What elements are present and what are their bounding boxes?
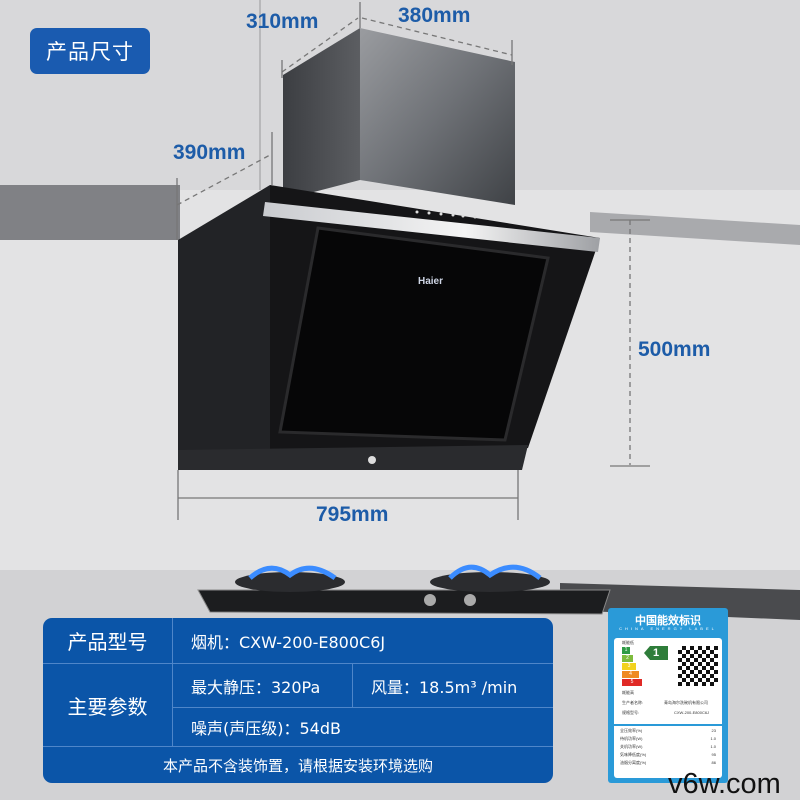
label-row-value: 95	[711, 752, 716, 757]
grade-bar-4: 4	[622, 671, 639, 678]
label-row: 关机功率(W) 1.0	[614, 742, 722, 750]
dim-chimney-depth: 310mm	[246, 10, 319, 33]
label-row: 待机功率(W) 1.0	[614, 734, 722, 742]
dim-chimney-width: 380mm	[398, 4, 471, 27]
label-row: 油烟分离度(%) 86	[614, 758, 722, 766]
spec-table: 产品型号 烟机：CXW-200-E800C6J 主要参数 最大静压：320Pa …	[43, 618, 553, 783]
label-row-value: 23	[711, 728, 716, 733]
grade-arrow: 1	[644, 646, 668, 660]
chimney-side	[283, 28, 360, 200]
manufacturer-label: 生产者名称:	[622, 700, 644, 705]
label-row-value: 1.0	[710, 736, 716, 741]
flame-icon	[248, 565, 337, 581]
hood-side-panel	[178, 185, 270, 462]
steel-trim-bar	[263, 202, 600, 252]
grade-bar-1: 1	[622, 647, 630, 654]
label-row-key: 気味降低度(%)	[620, 752, 647, 757]
cabinet-edge-left	[0, 185, 180, 240]
dim-height: 500mm	[638, 338, 711, 361]
model-value: 烟机：CXW-200-E800C6J	[173, 618, 553, 664]
glass-panel	[278, 226, 550, 442]
energy-label-subtitle: CHINA ENERGY LABEL	[619, 626, 717, 631]
model-header: 产品型号	[43, 618, 173, 664]
airflow: 风量：18.5m³ /min	[353, 664, 553, 708]
grade-bar-3: 3	[622, 663, 636, 670]
cabinet-edge-right	[590, 212, 800, 245]
label-row: 気味降低度(%) 95	[614, 750, 722, 758]
flame-icon	[448, 564, 542, 581]
watermark: v6w.com	[668, 768, 781, 800]
label-model-label: 规格型号:	[622, 710, 640, 715]
grade-bar-5: 5	[622, 679, 642, 686]
footer-note: 本产品不含装饰置，请根据安装环境选购	[162, 756, 433, 775]
chimney-front	[360, 28, 515, 205]
grade-bar-2: 2	[622, 655, 633, 662]
label-row-value: 86	[711, 760, 716, 765]
dimension-lines	[176, 2, 650, 520]
label-row-key: 全压效率(%)	[620, 728, 643, 733]
energy-label-title: 中国能效标识	[635, 614, 701, 627]
label-model: CXW-200-E800C6J	[674, 710, 710, 715]
brand-logo: Haier	[418, 276, 443, 287]
label-row-key: 待机功率(W)	[620, 736, 643, 741]
low-label: 耗能低	[622, 640, 634, 645]
qr-code-icon	[678, 646, 718, 686]
gas-stove	[197, 589, 611, 615]
static-pressure: 最大静压：320Pa	[173, 664, 353, 708]
dim-body-depth: 390mm	[173, 141, 246, 164]
product-size-tag: 产品尺寸	[30, 28, 150, 74]
manufacturer: 青岛海尔洗碗机有限公司	[664, 700, 708, 705]
label-row-key: 油烟分离度(%)	[620, 760, 647, 765]
noise: 噪声(声压级)：54dB	[173, 708, 553, 747]
label-row-key: 关机功率(W)	[620, 744, 643, 749]
high-label: 耗能高	[622, 690, 634, 695]
params-header: 主要参数	[43, 664, 173, 747]
dim-width: 795mm	[316, 503, 389, 526]
label-row-value: 1.0	[710, 744, 716, 749]
label-row: 全压效率(%) 23	[614, 726, 722, 734]
